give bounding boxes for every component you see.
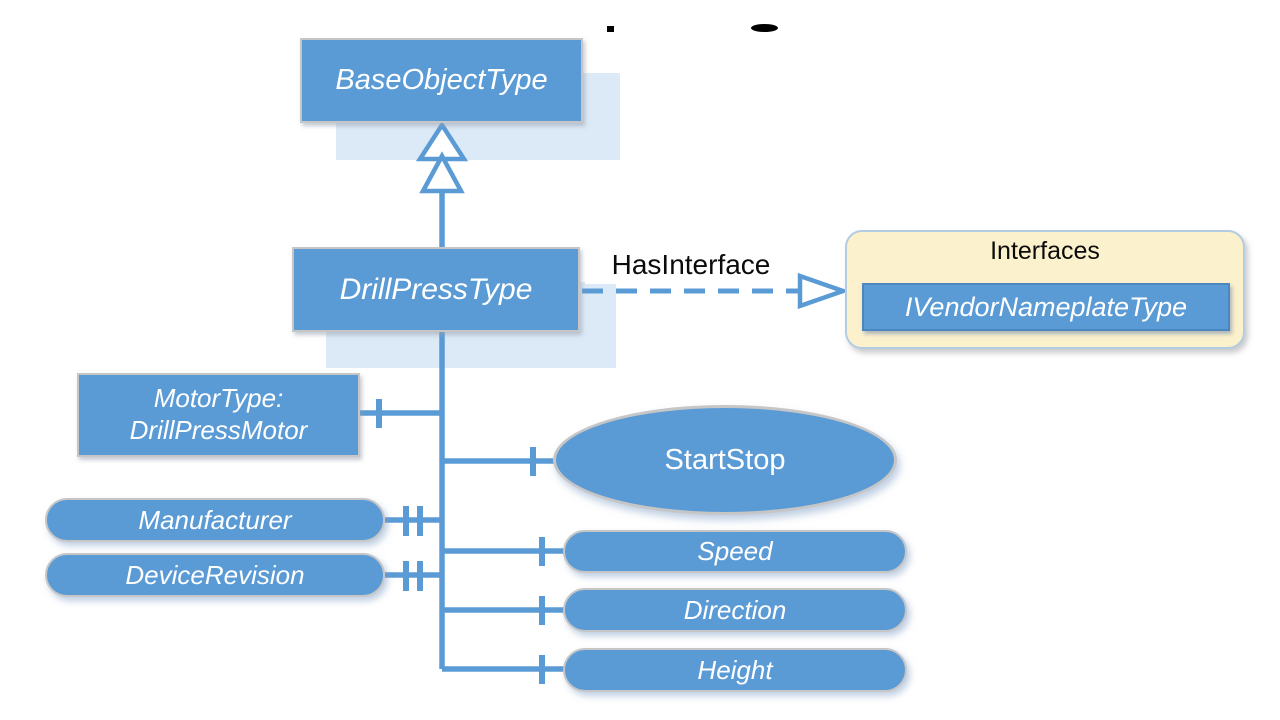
interfaces-group-title: Interfaces — [990, 237, 1100, 265]
node-base-object-type-label: BaseObjectType — [335, 64, 548, 96]
node-manufacturer: Manufacturer — [45, 498, 385, 542]
node-motor-type: MotorType: DrillPressMotor — [77, 373, 360, 457]
cropped-text-fragment-curve — [751, 24, 778, 32]
subtype-arrowhead-lower — [419, 151, 465, 194]
node-ivendor-nameplate-type-label: IVendorNameplateType — [904, 291, 1188, 322]
cropped-text-fragment-dot — [607, 26, 614, 32]
node-direction-label: Direction — [683, 594, 787, 625]
has-interface-arrowhead — [797, 272, 850, 310]
has-interface-label-text: HasInterface — [611, 249, 771, 280]
node-height: Height — [563, 648, 907, 692]
node-drill-press-type-label: DrillPressType — [339, 272, 533, 306]
node-device-revision: DeviceRevision — [45, 553, 385, 597]
node-motor-type-line2: DrillPressMotor — [129, 415, 308, 445]
node-drill-press-type: DrillPressType — [292, 247, 580, 332]
node-base-object-type: BaseObjectType — [300, 38, 583, 123]
node-speed-label: Speed — [697, 536, 773, 566]
node-height-label: Height — [697, 654, 773, 685]
node-ivendor-nameplate-type: IVendorNameplateType — [862, 283, 1230, 331]
node-manufacturer-label: Manufacturer — [138, 504, 292, 535]
node-device-revision-label: DeviceRevision — [125, 559, 305, 590]
node-motor-type-line1: MotorType: — [153, 383, 284, 414]
node-start-stop-label: StartStop — [664, 443, 786, 476]
node-start-stop: StartStop — [553, 405, 897, 515]
node-speed: Speed — [563, 530, 907, 573]
has-interface-label: HasInterface — [585, 246, 797, 284]
interfaces-group: Interfaces IVendorNameplateType — [845, 230, 1245, 349]
node-direction: Direction — [563, 588, 907, 632]
